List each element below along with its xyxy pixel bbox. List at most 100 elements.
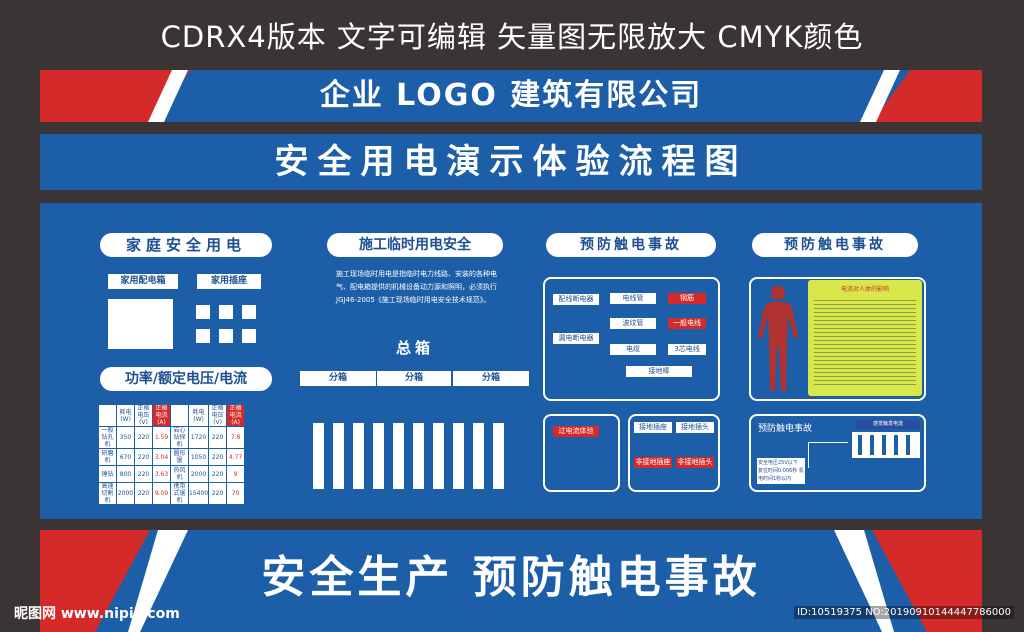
table-cell: 670 <box>116 448 135 466</box>
page-title: 安全用电演示体验流程图 <box>274 142 748 182</box>
table-cell: 220 <box>208 426 228 449</box>
chart-bar <box>906 435 910 455</box>
company-name: 企业 LOGO 建筑有限公司 <box>319 78 703 113</box>
table-cell: 热风机 <box>170 465 189 483</box>
bar <box>433 423 444 489</box>
header-cell: 正格电流(A) <box>152 404 171 427</box>
table-cell: 220 <box>208 448 228 466</box>
leak-breaker-chip: 漏电断电器 <box>553 333 599 344</box>
title-band: 安全用电演示体验流程图 <box>40 134 982 190</box>
table-cell: 4.77 <box>226 448 246 466</box>
table-cell: 岩心钻探机 <box>170 426 189 449</box>
table-cell: 一般钻孔机 <box>98 426 117 449</box>
company-band: 企业 LOGO 建筑有限公司 <box>40 70 982 122</box>
overcurrent-chip: 过电流体验 <box>553 426 599 437</box>
site-description: 施工现场临时用电是指临时电力线路、安装的各种电气、配电箱提供的机械设备动力源和照… <box>336 270 497 304</box>
chart-bar <box>882 435 886 455</box>
site-safety-title: 施工临时用电安全 <box>327 233 503 257</box>
table-cell: 220 <box>134 482 153 505</box>
header-cell: 正格电流(A) <box>226 404 246 427</box>
current-chart-plot <box>852 432 920 458</box>
breaker-chip: 配线断电器 <box>553 294 599 305</box>
socket-4 <box>196 329 210 343</box>
bar <box>413 423 424 489</box>
effect-info-panel: 电流对人体的影响 <box>808 280 922 396</box>
power-title: 功率/额定电压/电流 <box>100 367 272 391</box>
bar <box>333 423 344 489</box>
bar <box>453 423 464 489</box>
main-box-label: 总箱 <box>395 339 434 357</box>
table-cell: 研磨机 <box>98 448 117 466</box>
table-row: 高速切割机 2000 220 9.09 携带式锯机 15400 220 70 <box>98 482 246 505</box>
table-cell: 800 <box>116 465 135 483</box>
cable-chip: 电缆 <box>610 344 656 355</box>
socket-2 <box>219 305 233 319</box>
watermark-right: ID:10519375 NO:20190910144447786000 <box>794 606 1014 619</box>
human-body-figure <box>758 286 798 391</box>
body-effect-frame <box>749 277 926 401</box>
normal-wire-chip: 一般电线 <box>668 318 706 329</box>
bar <box>473 423 484 489</box>
table-row: 锤钻 800 220 3.63 热风机 2000 220 9 <box>98 465 246 483</box>
header-cell: 正格电压(V) <box>208 404 228 427</box>
switch-bars <box>313 423 513 489</box>
table-cell: 携带式锯机 <box>170 482 189 505</box>
table-cell: 高速切割机 <box>98 482 117 505</box>
chart-bar <box>870 435 874 455</box>
table-cell: 2000 <box>116 482 135 505</box>
table-cell: 3.63 <box>152 465 171 483</box>
home-socket-label: 家用插座 <box>197 274 261 289</box>
table-cell: 9.09 <box>152 482 171 505</box>
chart-bar <box>894 435 898 455</box>
ground-rod-chip: 接地棒 <box>626 366 692 377</box>
current-chart-frame <box>749 414 926 492</box>
current-chart-title: 感觉触发电流 <box>856 420 920 429</box>
table-cell: 1720 <box>187 426 210 449</box>
ground-plug-chip: 接地插头 <box>676 422 714 433</box>
table-cell: 220 <box>208 482 228 505</box>
steel-chip: 钢筋 <box>668 293 706 304</box>
grounding-frame <box>628 414 720 492</box>
table-cell: 220 <box>134 426 153 449</box>
table-cell: 2000 <box>187 465 210 483</box>
slogan-band: 安全生产 预防触电事故 <box>40 530 982 632</box>
socket-3 <box>242 305 256 319</box>
watermark-left: 昵图网 www.nipic.com <box>14 606 180 622</box>
distribution-box-shape <box>108 299 173 349</box>
home-safety-title: 家庭安全用电 <box>100 233 272 257</box>
table-cell: 7.8 <box>226 426 246 449</box>
bar <box>393 423 404 489</box>
sub-box-1: 分箱 <box>300 371 376 386</box>
table-cell: 3.04 <box>152 448 171 466</box>
table-cell: 220 <box>134 465 153 483</box>
table-row: 研磨机 670 220 3.04 圆形锯 1050 220 4.77 <box>98 448 246 466</box>
slogan: 安全生产 预防触电事故 <box>261 552 761 603</box>
bar <box>353 423 364 489</box>
table-cell: 220 <box>134 448 153 466</box>
table-row: 一般钻孔机 350 220 1.59 岩心钻探机 1720 220 7.8 <box>98 426 246 449</box>
materials-frame <box>543 277 720 401</box>
sub-box-3: 分箱 <box>453 371 529 386</box>
power-table: 耗电(W) 正格电压(V) 正格电流(A) 耗电(W) 正格电压(V) 正格电流… <box>98 404 246 505</box>
socket-5 <box>219 329 233 343</box>
table-cell: 350 <box>116 426 135 449</box>
circuit-wire <box>808 442 848 468</box>
top-caption: CDRX4版本 文字可编辑 矢量图无限放大 CMYK颜色 <box>160 20 864 54</box>
table-cell: 9 <box>226 465 246 483</box>
socket-6 <box>242 329 256 343</box>
lower-title: 预防触电事故 <box>758 424 813 434</box>
header-cell: 正格电压(V) <box>134 404 153 427</box>
safety-note: 安全电压25V以下 复位时间0.006秒 机电时间1秒以内 <box>757 458 805 484</box>
effect-panel-text-lines <box>814 297 916 387</box>
bar <box>373 423 384 489</box>
blank-cell <box>170 404 189 427</box>
socket-1 <box>196 305 210 319</box>
ground-socket-chip: 接地插座 <box>634 422 672 433</box>
prevent-title-1: 预防触电事故 <box>546 233 716 257</box>
power-table-header: 耗电(W) 正格电压(V) 正格电流(A) 耗电(W) 正格电压(V) 正格电流… <box>98 404 246 427</box>
sub-box-2: 分箱 <box>377 371 451 386</box>
table-cell: 圆形锯 <box>170 448 189 466</box>
header-cell: 耗电(W) <box>116 404 135 427</box>
pipe-chip: 电线管 <box>610 293 656 304</box>
header-cell: 耗电(W) <box>187 404 210 427</box>
